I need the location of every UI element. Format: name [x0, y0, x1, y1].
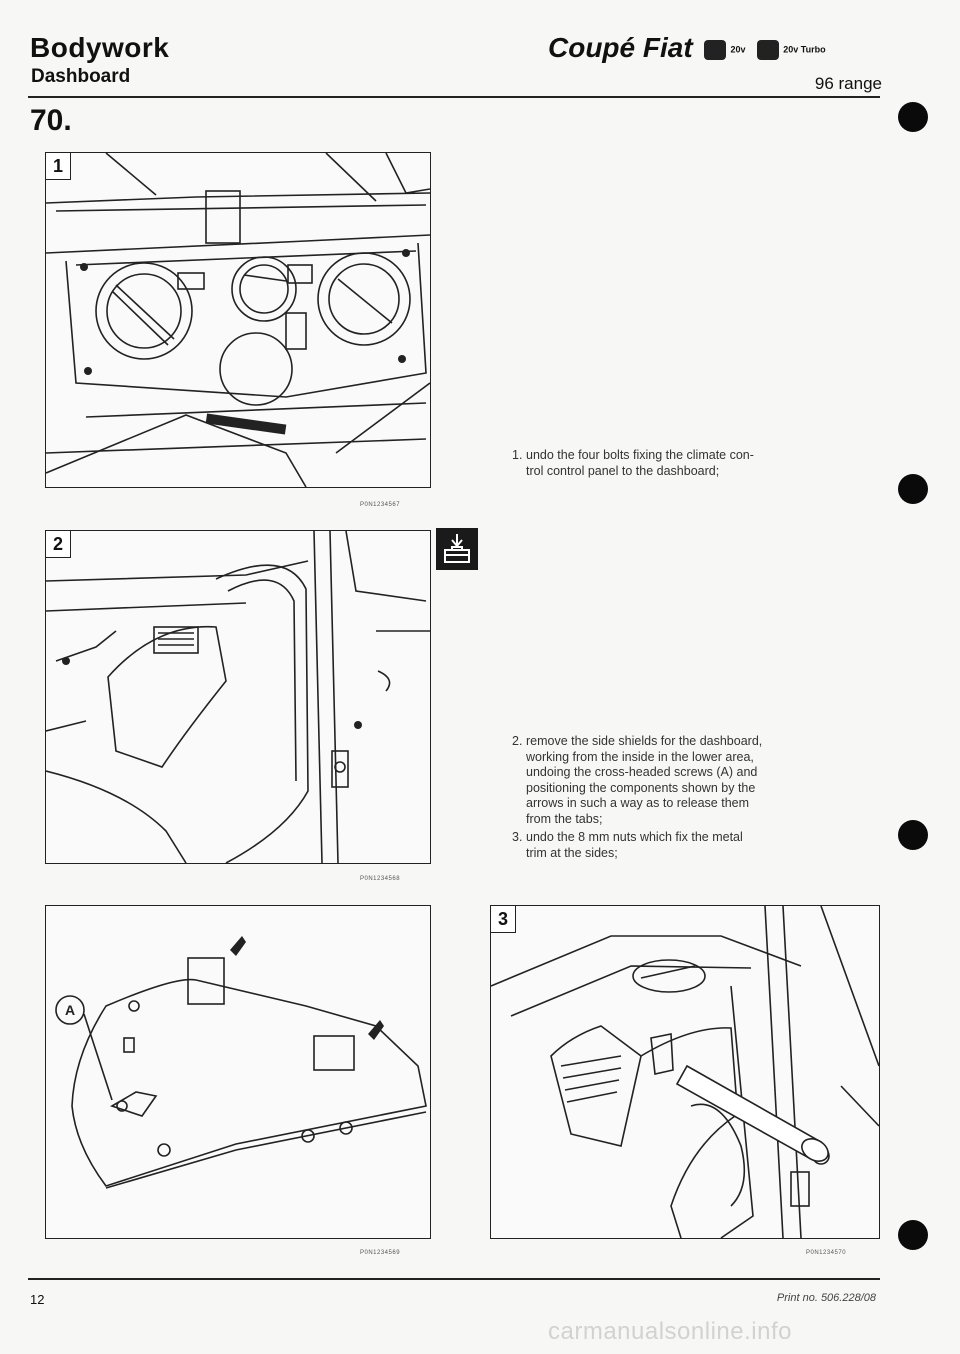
step-1: 1. undo the four bolts fixing the climat…: [512, 448, 892, 488]
metal-trim-illustration: [491, 906, 879, 1238]
step-line: arrows in such a way as to release them: [526, 796, 750, 810]
figure-code: P0N1234567: [360, 502, 401, 508]
margin-marker-icon: [898, 102, 928, 132]
watermark-link[interactable]: carmanualsonline.info: [548, 1318, 792, 1345]
figure-code: P0N1234570: [806, 1250, 847, 1256]
footer-rule: [28, 1278, 880, 1280]
model-name: Coupé Fiat: [548, 32, 693, 63]
step-line: from the tabs;: [526, 811, 603, 826]
header-rule: [28, 96, 880, 98]
step-2: 2. remove the side shields for the dashb…: [512, 734, 892, 834]
model-variant-2: 20v Turbo: [783, 44, 826, 55]
section-title: Bodywork: [30, 32, 170, 63]
subsection-title: Dashboard: [31, 66, 131, 87]
step-3: 3. undo the 8 mm nuts which fix the meta…: [512, 830, 892, 870]
figure-2: 2: [45, 530, 431, 864]
shield-panel-illustration: A: [55, 936, 427, 1189]
step-text: undo the 8 mm nuts which fix the metal t…: [526, 830, 743, 861]
figure-number: 3: [491, 906, 516, 933]
step-text: undo the four bolts fixing the climate c…: [526, 448, 754, 479]
engine-logo-icon: [704, 39, 727, 60]
margin-marker-icon: [898, 474, 928, 504]
step-number: 1.: [512, 448, 523, 462]
figure-3: 3: [490, 905, 880, 1239]
step-text: remove the side shields for the dashboar…: [526, 734, 762, 827]
figure-code: P0N1234569: [360, 1250, 401, 1256]
figure-code: P0N1234568: [360, 876, 401, 882]
step-line: trim at the sides;: [526, 845, 618, 860]
toolbox-glyph: [444, 534, 470, 563]
side-shield-illustration: [46, 531, 430, 863]
toolbox-icon: [436, 528, 478, 570]
model-variant-1: 20v: [730, 44, 746, 55]
model-title: Coupé Fiat 20v 20v Turbo: [548, 32, 826, 64]
margin-marker-icon: [898, 820, 928, 850]
figure-shield-panel: A: [45, 905, 431, 1239]
step-line: undo the 8 mm nuts which fix the metal: [526, 830, 743, 844]
step-line: positioning the components shown by the: [526, 780, 756, 795]
step-line: undoing the cross-headed screws (A) and: [526, 765, 758, 779]
range-label: 96 range: [814, 74, 882, 93]
margin-marker-icon: [898, 1220, 928, 1250]
step-number: 3.: [512, 830, 523, 844]
figure-1: 1: [45, 152, 431, 488]
step-line: trol control panel to the dashboard;: [526, 463, 720, 478]
print-number: Print no. 506.228/08: [776, 1292, 876, 1304]
step-line: undo the four bolts fixing the climate c…: [526, 448, 754, 462]
figure-number: 1: [46, 153, 71, 180]
page-number: 12: [30, 1292, 45, 1307]
climate-control-illustration: [46, 153, 430, 487]
step-line: working from the inside in the lower are…: [526, 749, 754, 764]
figure-number: 2: [46, 531, 71, 558]
callout-label: A: [65, 1002, 75, 1018]
engine-logo-icon: [757, 39, 780, 60]
operation-number: 70.: [30, 104, 72, 137]
step-number: 2.: [512, 734, 523, 748]
step-line: remove the side shields for the dashboar…: [526, 734, 763, 748]
